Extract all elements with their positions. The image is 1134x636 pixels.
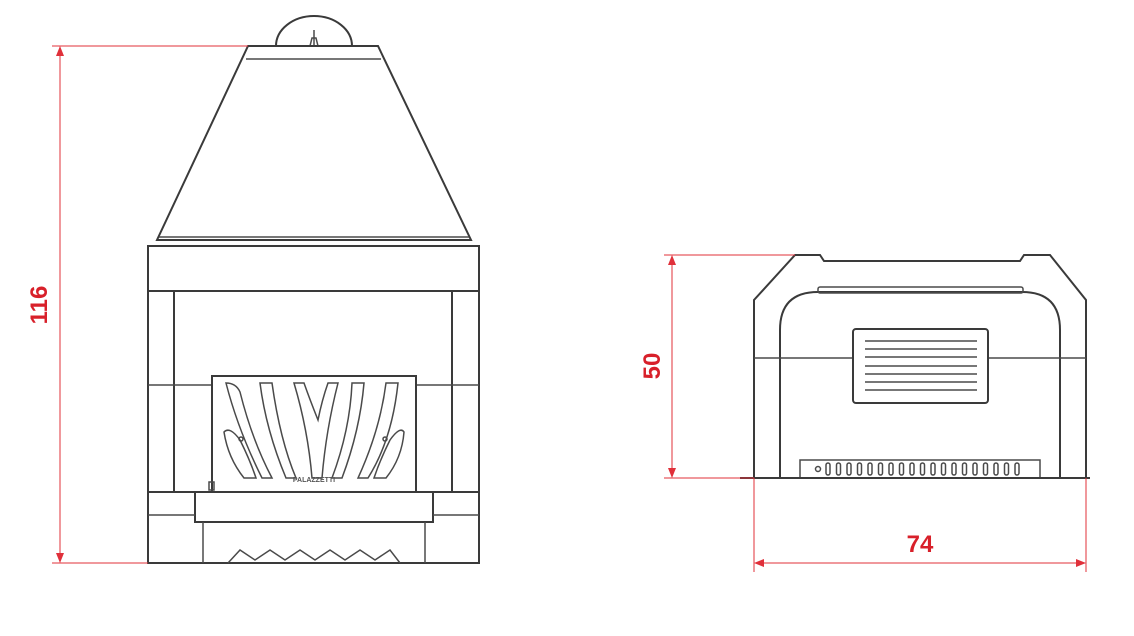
- flue-collar: [275, 15, 353, 47]
- depth-label: 50: [639, 353, 666, 380]
- air-intake-slots: [814, 462, 1020, 476]
- intake-slot: [930, 462, 936, 476]
- side-view: [740, 254, 1090, 479]
- side-inner-arch: [779, 291, 1061, 478]
- hearth-shelf: [194, 491, 434, 523]
- body: [147, 245, 480, 564]
- intake-slot: [951, 462, 957, 476]
- width-label: 74: [907, 531, 934, 558]
- intake-slot: [909, 462, 915, 476]
- hood: [155, 45, 473, 241]
- flue-handle: [309, 30, 319, 47]
- dimension-width: 74: [753, 478, 1087, 572]
- dimension-depth: 50: [639, 254, 795, 479]
- intake-slot: [825, 462, 831, 476]
- intake-slot: [888, 462, 894, 476]
- intake-slot: [867, 462, 873, 476]
- intake-slot: [835, 462, 842, 476]
- intake-slot: [898, 462, 905, 476]
- intake-slot: [961, 462, 968, 476]
- front-view: PALAZZETTI: [147, 15, 480, 564]
- side-outline: [753, 254, 1087, 479]
- brand-label: PALAZZETTI: [293, 477, 335, 484]
- intake-slot: [940, 462, 947, 476]
- dimension-height: 116: [26, 45, 248, 564]
- base-zigzag: [227, 548, 401, 564]
- height-label: 116: [26, 286, 53, 325]
- side-vent-panel: [852, 328, 989, 404]
- intake-slot: [993, 462, 999, 476]
- intake-slot: [982, 462, 989, 476]
- grate-latch-icon: [208, 481, 215, 491]
- intake-slot: [846, 462, 852, 476]
- intake-slot: [856, 462, 863, 476]
- intake-slot: [1014, 462, 1020, 476]
- intake-slot: [1003, 462, 1010, 476]
- vent-panel-louvres: [865, 340, 977, 391]
- intake-slot: [972, 462, 978, 476]
- intake-slot: [877, 462, 884, 476]
- side-top-handle: [817, 286, 1024, 294]
- grate-flames: [223, 382, 405, 479]
- intake-slot: [919, 462, 926, 476]
